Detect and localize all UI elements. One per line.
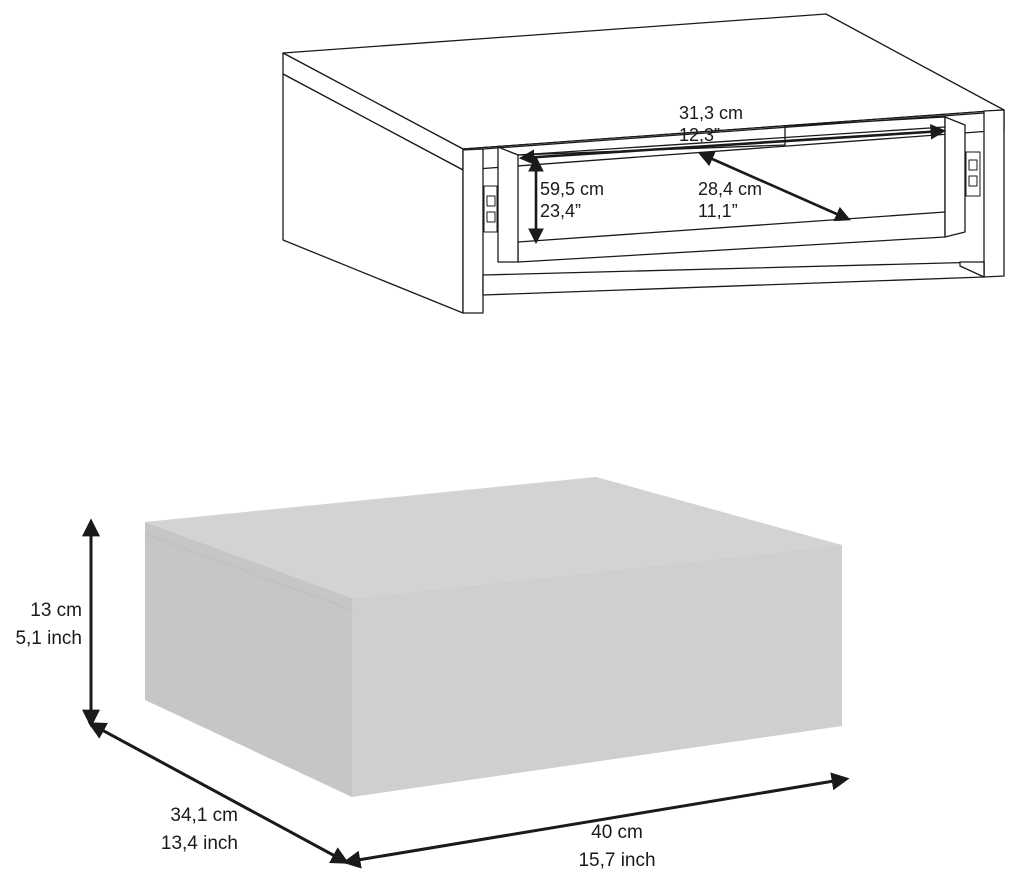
bottom-width-cm-label: 40 cm [591,822,643,843]
box-top-face [145,477,842,598]
right-slide-hardware [965,151,981,197]
top-width-cm-label: 31,3 cm [679,103,743,123]
box-front-face [352,545,842,797]
top-height-in-label: 23,4” [540,201,581,221]
bottom-depth-in-label: 13,4 inch [161,833,238,854]
closed-nightstand-render [144,477,842,797]
drawer-front-left [497,146,519,263]
bottom-dimension-arrows [82,518,850,869]
bottom-rail-side [959,261,985,278]
top-height-cm-label: 59,5 cm [540,179,604,199]
top-depth-cm-label: 28,4 cm [698,179,762,199]
bottom-depth-cm-label: 34,1 cm [170,805,238,826]
right-front-post [983,109,1005,278]
bottom-height-in-label: 5,1 inch [15,628,82,649]
depth-arrow [698,151,851,222]
left-slide-hardware [483,185,498,233]
open-drawer-line-drawing [282,13,1005,314]
depth-arrow-bottom [87,722,350,864]
left-front-post [462,148,484,314]
bottom-width-in-label: 15,7 inch [578,850,655,871]
top-width-in-label: 12,3” [679,125,720,145]
drawer-front-right [944,116,966,238]
top-depth-in-label: 11,1” [698,201,738,221]
bottom-rail [482,261,985,296]
top-dimension-arrows [518,124,947,245]
width-arrow [518,124,947,165]
bottom-height-cm-label: 13 cm [30,600,82,621]
width-arrow-bottom [342,772,850,869]
box-left-top-edge [144,533,353,611]
